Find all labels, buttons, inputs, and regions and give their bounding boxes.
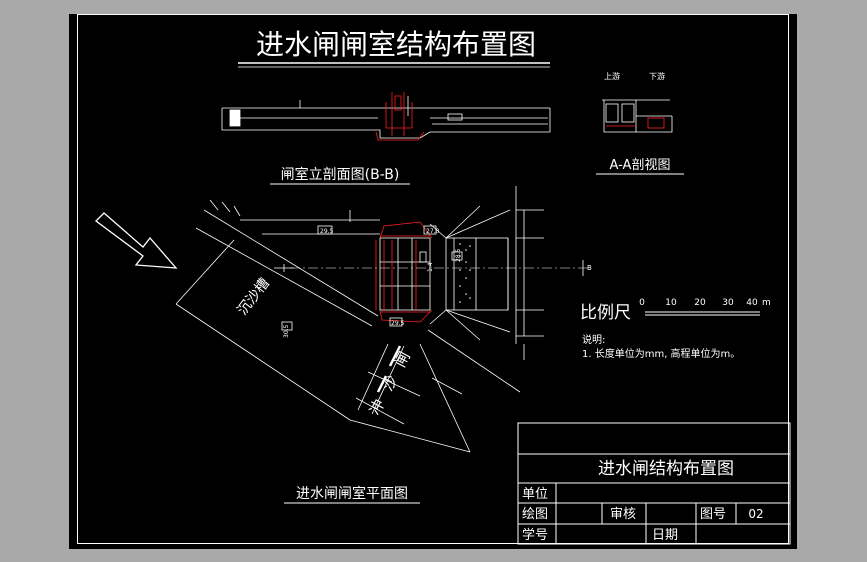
elev-tag-3: 29.5 bbox=[391, 320, 405, 327]
title-block bbox=[517, 422, 791, 545]
unit-label: 单位 bbox=[522, 487, 548, 502]
drawing-sheet bbox=[69, 14, 797, 549]
plan-view-drawing bbox=[175, 186, 590, 453]
basin-dots bbox=[459, 243, 471, 303]
upstream-label: 上游 bbox=[604, 71, 620, 81]
drawing-no: 02 bbox=[748, 507, 763, 521]
scale-bar bbox=[645, 311, 760, 316]
elev-tag-1: 29.5 bbox=[320, 228, 334, 235]
scale-label: 比例尺 bbox=[580, 303, 631, 323]
main-title: 进水闸闸室结构布置图 bbox=[256, 28, 536, 61]
elev-tag-5: 28.5 bbox=[455, 248, 462, 262]
title-block-title: 进水闸结构布置图 bbox=[598, 459, 734, 479]
section-bb-drawing bbox=[221, 92, 551, 141]
elev-tag-4: 30.5 bbox=[283, 324, 290, 338]
student-no-label: 学号 bbox=[522, 527, 548, 543]
drawn-label: 绘图 bbox=[522, 507, 548, 522]
basin-label: 沉沙槽 bbox=[235, 276, 273, 319]
review-label: 审核 bbox=[610, 507, 636, 522]
downstream-label: 下游 bbox=[649, 71, 665, 81]
drawing-border bbox=[77, 14, 789, 544]
section-aa-drawing bbox=[602, 99, 673, 133]
flow-arrow-icon bbox=[95, 212, 178, 269]
notes-heading: 说明: bbox=[582, 333, 605, 346]
drawing-no-label: 图号 bbox=[700, 507, 726, 522]
scale-tick-20: 20 bbox=[694, 298, 706, 308]
scale-tick-30: 30 bbox=[722, 298, 734, 308]
dim-label: 1.4 bbox=[427, 262, 434, 272]
scale-tick-0: 0 bbox=[639, 298, 645, 308]
scale-unit: m bbox=[762, 298, 771, 308]
notes-item: 1. 长度单位为mm, 高程单位为m。 bbox=[582, 347, 740, 360]
section-aa-title: A-A剖视图 bbox=[610, 158, 671, 173]
plan-title: 进水闸闸室平面图 bbox=[296, 485, 408, 502]
section-bb-title: 闸室立剖面图(B-B) bbox=[281, 166, 400, 183]
date-label: 日期 bbox=[652, 528, 678, 543]
elev-tag-2: 27.0 bbox=[426, 228, 440, 235]
sluice-label: 冲沙闸 bbox=[366, 338, 420, 418]
scale-tick-10: 10 bbox=[665, 298, 677, 308]
section-marker: B bbox=[587, 264, 592, 272]
scale-tick-40: 40 bbox=[746, 298, 758, 308]
